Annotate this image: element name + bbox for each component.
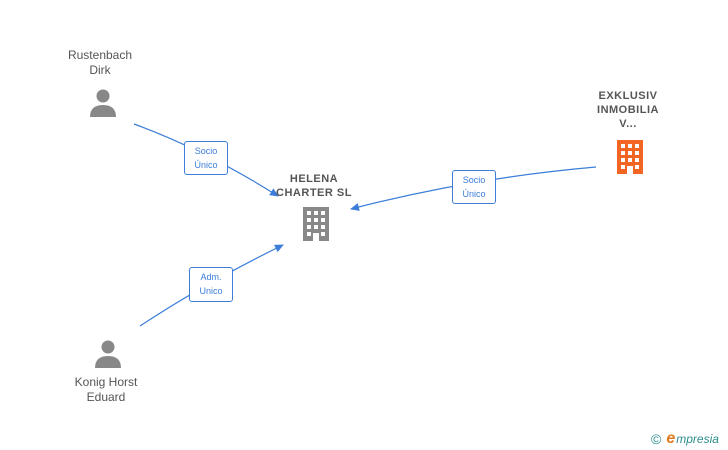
node-label-exklusiv-line1: EXKLUSIV — [598, 90, 658, 102]
edge-label-rustenbach-helena: Socio Único — [184, 141, 228, 175]
node-label-rustenbach-line2: Dirk — [89, 63, 111, 77]
node-label-konig-line1: Konig Horst — [74, 375, 138, 389]
footer-brand: © e mpresia — [651, 430, 719, 448]
node-label-rustenbach: Rustenbach Dirk — [50, 48, 150, 78]
node-label-helena-line2: CHARTER SL — [276, 187, 352, 199]
node-label-exklusiv-line3: V... — [619, 118, 637, 130]
edge-label-exklusiv-helena-line2: Único — [462, 189, 486, 199]
node-label-konig-line2: Eduard — [86, 390, 126, 404]
edge-label-konig-helena-line2: Unico — [199, 286, 223, 296]
copyright-symbol: © — [651, 431, 662, 447]
empresia-logo-text: mpresia — [676, 432, 719, 446]
node-label-konig: Konig Horst Eduard — [56, 375, 156, 405]
node-label-helena-line1: HELENA — [289, 173, 339, 185]
node-label-exklusiv: EXKLUSIV INMOBILIA V... — [578, 89, 678, 131]
edge-label-konig-helena: Adm. Unico — [189, 267, 233, 302]
edge-label-rustenbach-helena-line2: Único — [194, 160, 218, 170]
person-icon[interactable] — [88, 88, 118, 118]
building-icon[interactable] — [614, 140, 646, 174]
edge-label-exklusiv-helena-line1: Socio — [462, 175, 486, 185]
edge-label-konig-helena-line1: Adm. — [200, 272, 222, 282]
edge-label-exklusiv-helena: Socio Único — [452, 170, 496, 204]
empresia-logo[interactable]: e mpresia — [666, 431, 719, 447]
node-label-helena: HELENA CHARTER SL — [264, 172, 364, 200]
node-label-rustenbach-line1: Rustenbach — [67, 48, 133, 62]
node-label-exklusiv-line2: INMOBILIA — [597, 104, 659, 116]
building-icon[interactable] — [300, 207, 332, 241]
person-icon[interactable] — [93, 339, 123, 369]
empresia-logo-initial: e — [666, 430, 676, 447]
edge-label-rustenbach-helena-line1: Socio — [194, 146, 218, 156]
